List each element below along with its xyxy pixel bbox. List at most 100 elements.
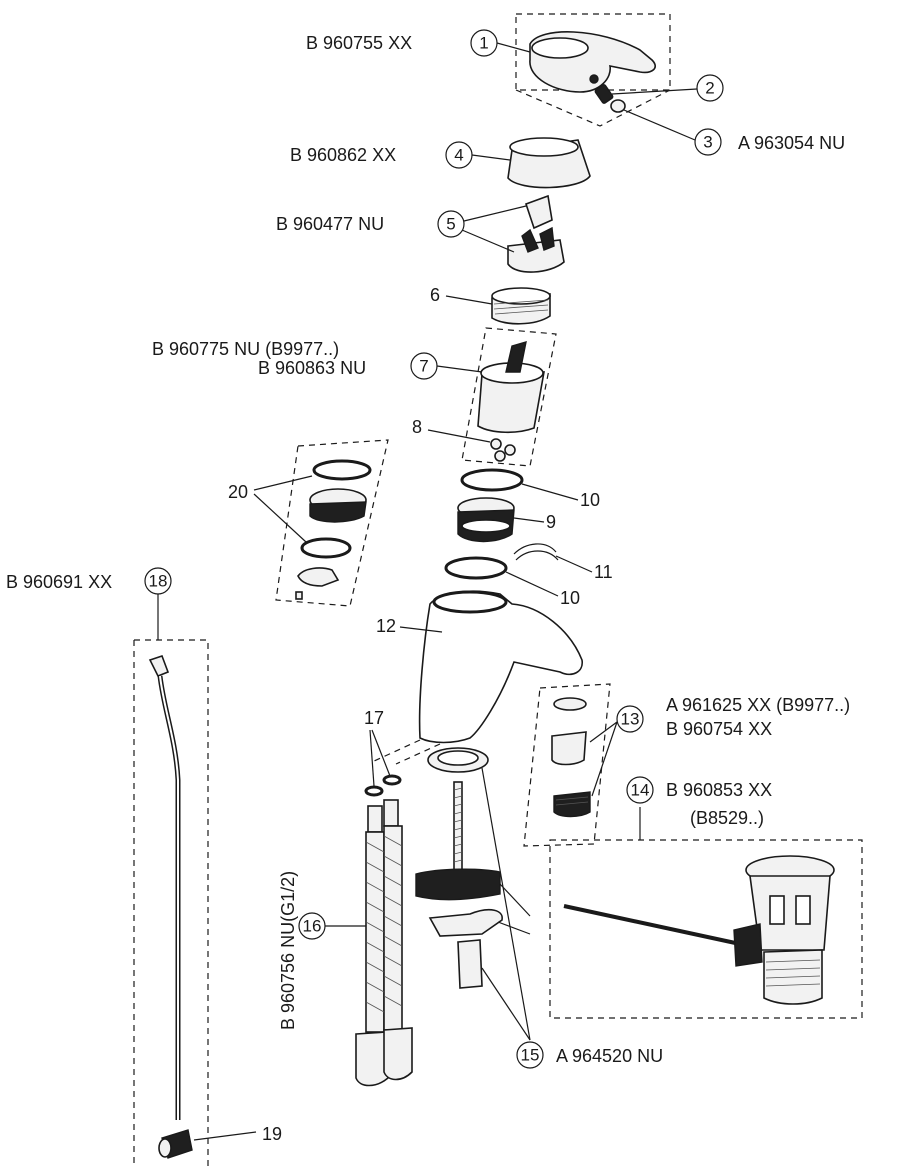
part-5-code: B 960477 NU <box>276 214 384 234</box>
cartridge-group-box <box>461 327 557 467</box>
callout-15-leader-b <box>499 883 531 917</box>
part-10-o-rings: 10 10 <box>444 468 600 608</box>
seal-kit-pin <box>295 591 303 600</box>
part-7-cartridge: 7 B 960775 NU (B9977..) B 960863 NU <box>152 327 557 467</box>
seal-c <box>494 450 506 462</box>
callout-11-leader <box>555 555 593 573</box>
callout-2-circle <box>696 74 724 102</box>
part-1-code: B 960755 XX <box>306 33 412 53</box>
waste-window-b <box>795 895 811 925</box>
hose-b-top-fitting <box>383 799 399 827</box>
part-17-small-o-rings: 17 <box>364 708 402 797</box>
part-6-number: 6 <box>430 285 440 305</box>
part-6-ring-nut: 6 <box>430 285 551 325</box>
hose-braid-pattern <box>365 835 403 1013</box>
small-o-ring-b <box>382 774 402 786</box>
fixing-nut <box>457 939 483 989</box>
cartridge-body <box>477 371 545 434</box>
callout-5-leader-a <box>463 205 527 222</box>
callout-13-leader-a <box>589 721 618 743</box>
seal-a <box>490 438 502 450</box>
callout-2-number: 2 <box>705 79 714 98</box>
part-8-number: 8 <box>412 417 422 437</box>
part-20-number: 20 <box>228 482 248 502</box>
connector-end <box>158 1138 172 1158</box>
part-13-code-line1: A 961625 XX (B9977..) <box>666 695 850 715</box>
callout-14-circle <box>626 776 654 804</box>
cover-cap-opening <box>509 137 579 157</box>
fixing-plate <box>428 908 503 937</box>
part-7-code-line1: B 960775 NU (B9977..) <box>152 339 339 359</box>
callout-15-leader-c <box>497 921 531 935</box>
part-14-code-line1: B 960853 XX <box>666 780 772 800</box>
aerator-threads <box>555 796 589 806</box>
callout-20-leader-b <box>253 493 307 543</box>
seal-kit-o-ring-top <box>312 459 372 481</box>
part-9-number: 9 <box>546 512 556 532</box>
callout-3-number: 3 <box>703 133 712 152</box>
part-15-code: A 964520 NU <box>556 1046 663 1066</box>
callout-13-leader-b <box>591 721 618 797</box>
fixing-washer-inner <box>437 750 479 766</box>
pop-up-rod-knob <box>148 654 170 678</box>
part-18-code: B 960691 XX <box>6 572 112 592</box>
tap-body-hose-guide <box>371 739 441 765</box>
callout-9-leader <box>513 517 545 523</box>
seal-kit-o-ring-bottom <box>300 537 352 559</box>
aerator-insert <box>551 731 587 766</box>
part-12-tap-body: 12 <box>371 590 583 765</box>
callout-15-circle <box>516 1041 544 1069</box>
part-11-number: 11 <box>594 562 613 582</box>
callout-13-number: 13 <box>621 710 640 729</box>
callout-17-leader-a <box>369 729 375 787</box>
part-3-cap-screw: 3 A 963054 NU <box>610 99 845 156</box>
aerator-washer <box>553 697 587 711</box>
part-8-seals: 8 <box>412 417 516 462</box>
callout-3-leader <box>623 109 696 141</box>
grub-screw-shape <box>594 84 614 104</box>
fixing-rod-threads <box>453 787 463 863</box>
part-10-number-upper: 10 <box>580 490 600 510</box>
callout-14-number: 14 <box>631 781 650 800</box>
part-15-fixing-set: 15 A 964520 NU <box>415 747 663 1069</box>
ring-nut-threads <box>493 299 549 315</box>
part-16-flexible-hoses: 16 B 960756 NU(G1/2) <box>278 799 413 1087</box>
callout-4-number: 4 <box>454 146 463 165</box>
callout-8-leader <box>427 429 491 443</box>
callout-7-number: 7 <box>419 357 428 376</box>
o-ring-lower <box>444 556 508 580</box>
waste-body <box>749 875 831 951</box>
seal-kit-group-box <box>275 439 389 607</box>
callout-4-leader <box>471 154 511 161</box>
part-5-adapter: 5 B 960477 NU <box>276 194 565 273</box>
callout-5-leader-b <box>461 229 515 253</box>
part-7-code-line2: B 960863 NU <box>258 358 366 378</box>
tap-body-shape <box>418 590 583 744</box>
callout-18-number: 18 <box>149 572 168 591</box>
hose-b-nut <box>383 1027 413 1081</box>
part-12-number: 12 <box>376 616 396 636</box>
waste-side-nut <box>733 923 763 967</box>
adapter-upper-shape <box>524 194 553 230</box>
ring-nut-top <box>491 287 551 305</box>
callout-12-leader <box>399 626 443 633</box>
callout-1-leader <box>496 42 531 53</box>
cap-screw-shape <box>610 99 626 113</box>
part-1-3-group-box <box>515 13 671 91</box>
callout-20-leader-a <box>253 475 313 491</box>
callout-1-number: 1 <box>479 34 488 53</box>
callout-7-leader <box>436 365 483 373</box>
callout-15-leader-d <box>481 967 531 1041</box>
hose-a-braid <box>365 831 385 1033</box>
part-14-code-line2: (B8529..) <box>690 808 764 828</box>
fixing-bracket <box>415 868 501 901</box>
part-19-number: 19 <box>262 1124 282 1144</box>
waste-pull-rod <box>563 904 741 946</box>
part-2-grub-screw: 2 <box>594 74 724 104</box>
callout-10-leader-lower <box>505 571 559 597</box>
disc-band <box>461 519 511 533</box>
part-17-number: 17 <box>364 708 384 728</box>
callout-5-number: 5 <box>446 215 455 234</box>
part-11-clip: 11 <box>513 543 613 582</box>
